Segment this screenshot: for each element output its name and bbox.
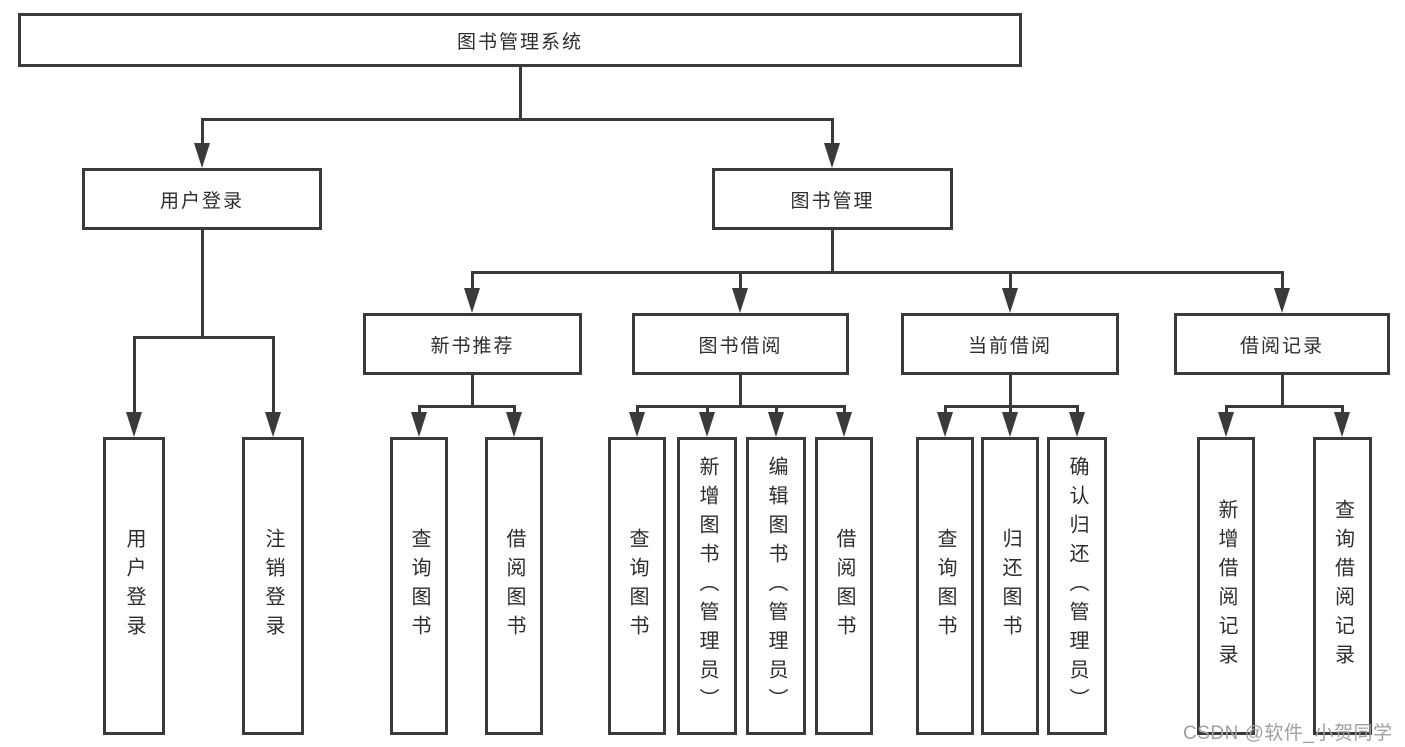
leaf-label: 用户登录: [123, 528, 145, 644]
leaf-borrow-books: 借阅图书: [815, 437, 873, 735]
leaf-query-books-recommend: 查询图书: [390, 437, 448, 735]
edge-line: [842, 405, 846, 415]
arrowhead-down-icon: [1002, 288, 1018, 313]
node-label: 图书管理系统: [456, 31, 583, 53]
edge-line: [738, 375, 742, 408]
node-label: 图书管理: [790, 190, 875, 212]
leaf-label: 确认归还（管理员）: [1066, 455, 1088, 717]
node-label: 图书借阅: [698, 335, 783, 357]
node-book-borrowing: 图书借阅: [632, 313, 849, 375]
leaf-label: 编辑图书（管理员）: [765, 455, 787, 717]
node-label: 借阅记录: [1239, 335, 1324, 357]
arrowhead-down-icon: [126, 412, 142, 437]
leaf-query-books-borrowing: 查询图书: [608, 437, 666, 735]
node-current-borrowing: 当前借阅: [901, 313, 1119, 375]
edge-line: [271, 336, 275, 414]
edge-line: [738, 271, 742, 291]
edge-line: [470, 271, 474, 291]
arrowhead-down-icon: [506, 412, 522, 437]
edge-line: [705, 405, 709, 415]
node-library-management-system: 图书管理系统: [18, 13, 1022, 67]
csdn-watermark: CSDN @软件_小贺同学: [1183, 723, 1393, 744]
edge-line: [635, 405, 846, 408]
edge-line: [417, 405, 516, 408]
arrowhead-down-icon: [629, 412, 645, 437]
leaf-label: 新增借阅记录: [1215, 499, 1237, 673]
edge-line: [512, 405, 516, 415]
leaf-add-borrow-record: 新增借阅记录: [1197, 437, 1255, 735]
edge-line: [1075, 405, 1079, 415]
edge-line: [132, 336, 136, 414]
edge-line: [1008, 375, 1012, 408]
edge-line: [943, 405, 947, 415]
edge-line: [1224, 405, 1228, 415]
arrowhead-down-icon: [836, 412, 852, 437]
edge-line: [200, 118, 204, 147]
leaf-label: 查询图书: [408, 528, 430, 644]
node-user-login: 用户登录: [82, 168, 322, 230]
arrowhead-down-icon: [1002, 412, 1018, 437]
leaf-label: 借阅图书: [833, 528, 855, 644]
arrowhead-down-icon: [411, 412, 427, 437]
leaf-confirm-return-admin: 确认归还（管理员）: [1047, 437, 1107, 735]
arrowhead-down-icon: [768, 412, 784, 437]
leaf-return-books: 归还图书: [981, 437, 1039, 735]
leaf-label: 新增图书（管理员）: [696, 455, 718, 717]
arrowhead-down-icon: [824, 143, 840, 168]
arrowhead-down-icon: [1274, 288, 1290, 313]
edge-line: [1008, 271, 1012, 291]
arrowhead-down-icon: [464, 288, 480, 313]
arrowhead-down-icon: [265, 412, 281, 437]
leaf-label: 查询借阅记录: [1331, 499, 1354, 673]
edge-line: [635, 405, 639, 415]
edge-line: [830, 118, 834, 147]
leaf-label: 查询图书: [934, 528, 956, 644]
leaf-logout: 注销登录: [242, 437, 304, 735]
arrowhead-down-icon: [699, 412, 715, 437]
leaf-label: 查询图书: [626, 528, 648, 644]
node-new-book-recommendation: 新书推荐: [363, 313, 582, 375]
leaf-query-borrow-record: 查询借阅记录: [1313, 437, 1372, 735]
arrowhead-down-icon: [732, 288, 748, 313]
edge-line: [470, 375, 474, 408]
edge-line: [518, 65, 522, 121]
arrowhead-down-icon: [937, 412, 953, 437]
edge-line: [1340, 405, 1344, 415]
edge-line: [200, 230, 204, 339]
arrowhead-down-icon: [1334, 412, 1350, 437]
edge-line: [132, 336, 275, 339]
node-book-management: 图书管理: [712, 168, 953, 230]
node-label: 用户登录: [159, 190, 244, 212]
edge-line: [1224, 405, 1344, 408]
edge-line: [830, 230, 834, 274]
leaf-edit-books-admin: 编辑图书（管理员）: [746, 437, 806, 735]
edge-line: [774, 405, 778, 415]
leaf-query-books-current: 查询图书: [916, 437, 974, 735]
node-label: 当前借阅: [967, 335, 1052, 357]
edge-line: [1280, 271, 1284, 291]
edge-line: [417, 405, 421, 415]
leaf-label: 注销登录: [262, 528, 284, 644]
node-borrowing-records: 借阅记录: [1174, 313, 1390, 375]
arrowhead-down-icon: [194, 143, 210, 168]
leaf-label: 借阅图书: [503, 528, 525, 644]
arrowhead-down-icon: [1069, 412, 1085, 437]
edge-line: [1280, 375, 1284, 408]
edge-line: [200, 118, 834, 121]
leaf-user-login: 用户登录: [103, 437, 165, 735]
edge-line: [470, 271, 1284, 274]
leaf-add-books-admin: 新增图书（管理员）: [677, 437, 737, 735]
node-label: 新书推荐: [430, 335, 515, 357]
leaf-label: 归还图书: [999, 528, 1021, 644]
arrowhead-down-icon: [1218, 412, 1234, 437]
leaf-borrow-books-recommend: 借阅图书: [485, 437, 543, 735]
edge-line: [1008, 405, 1012, 415]
